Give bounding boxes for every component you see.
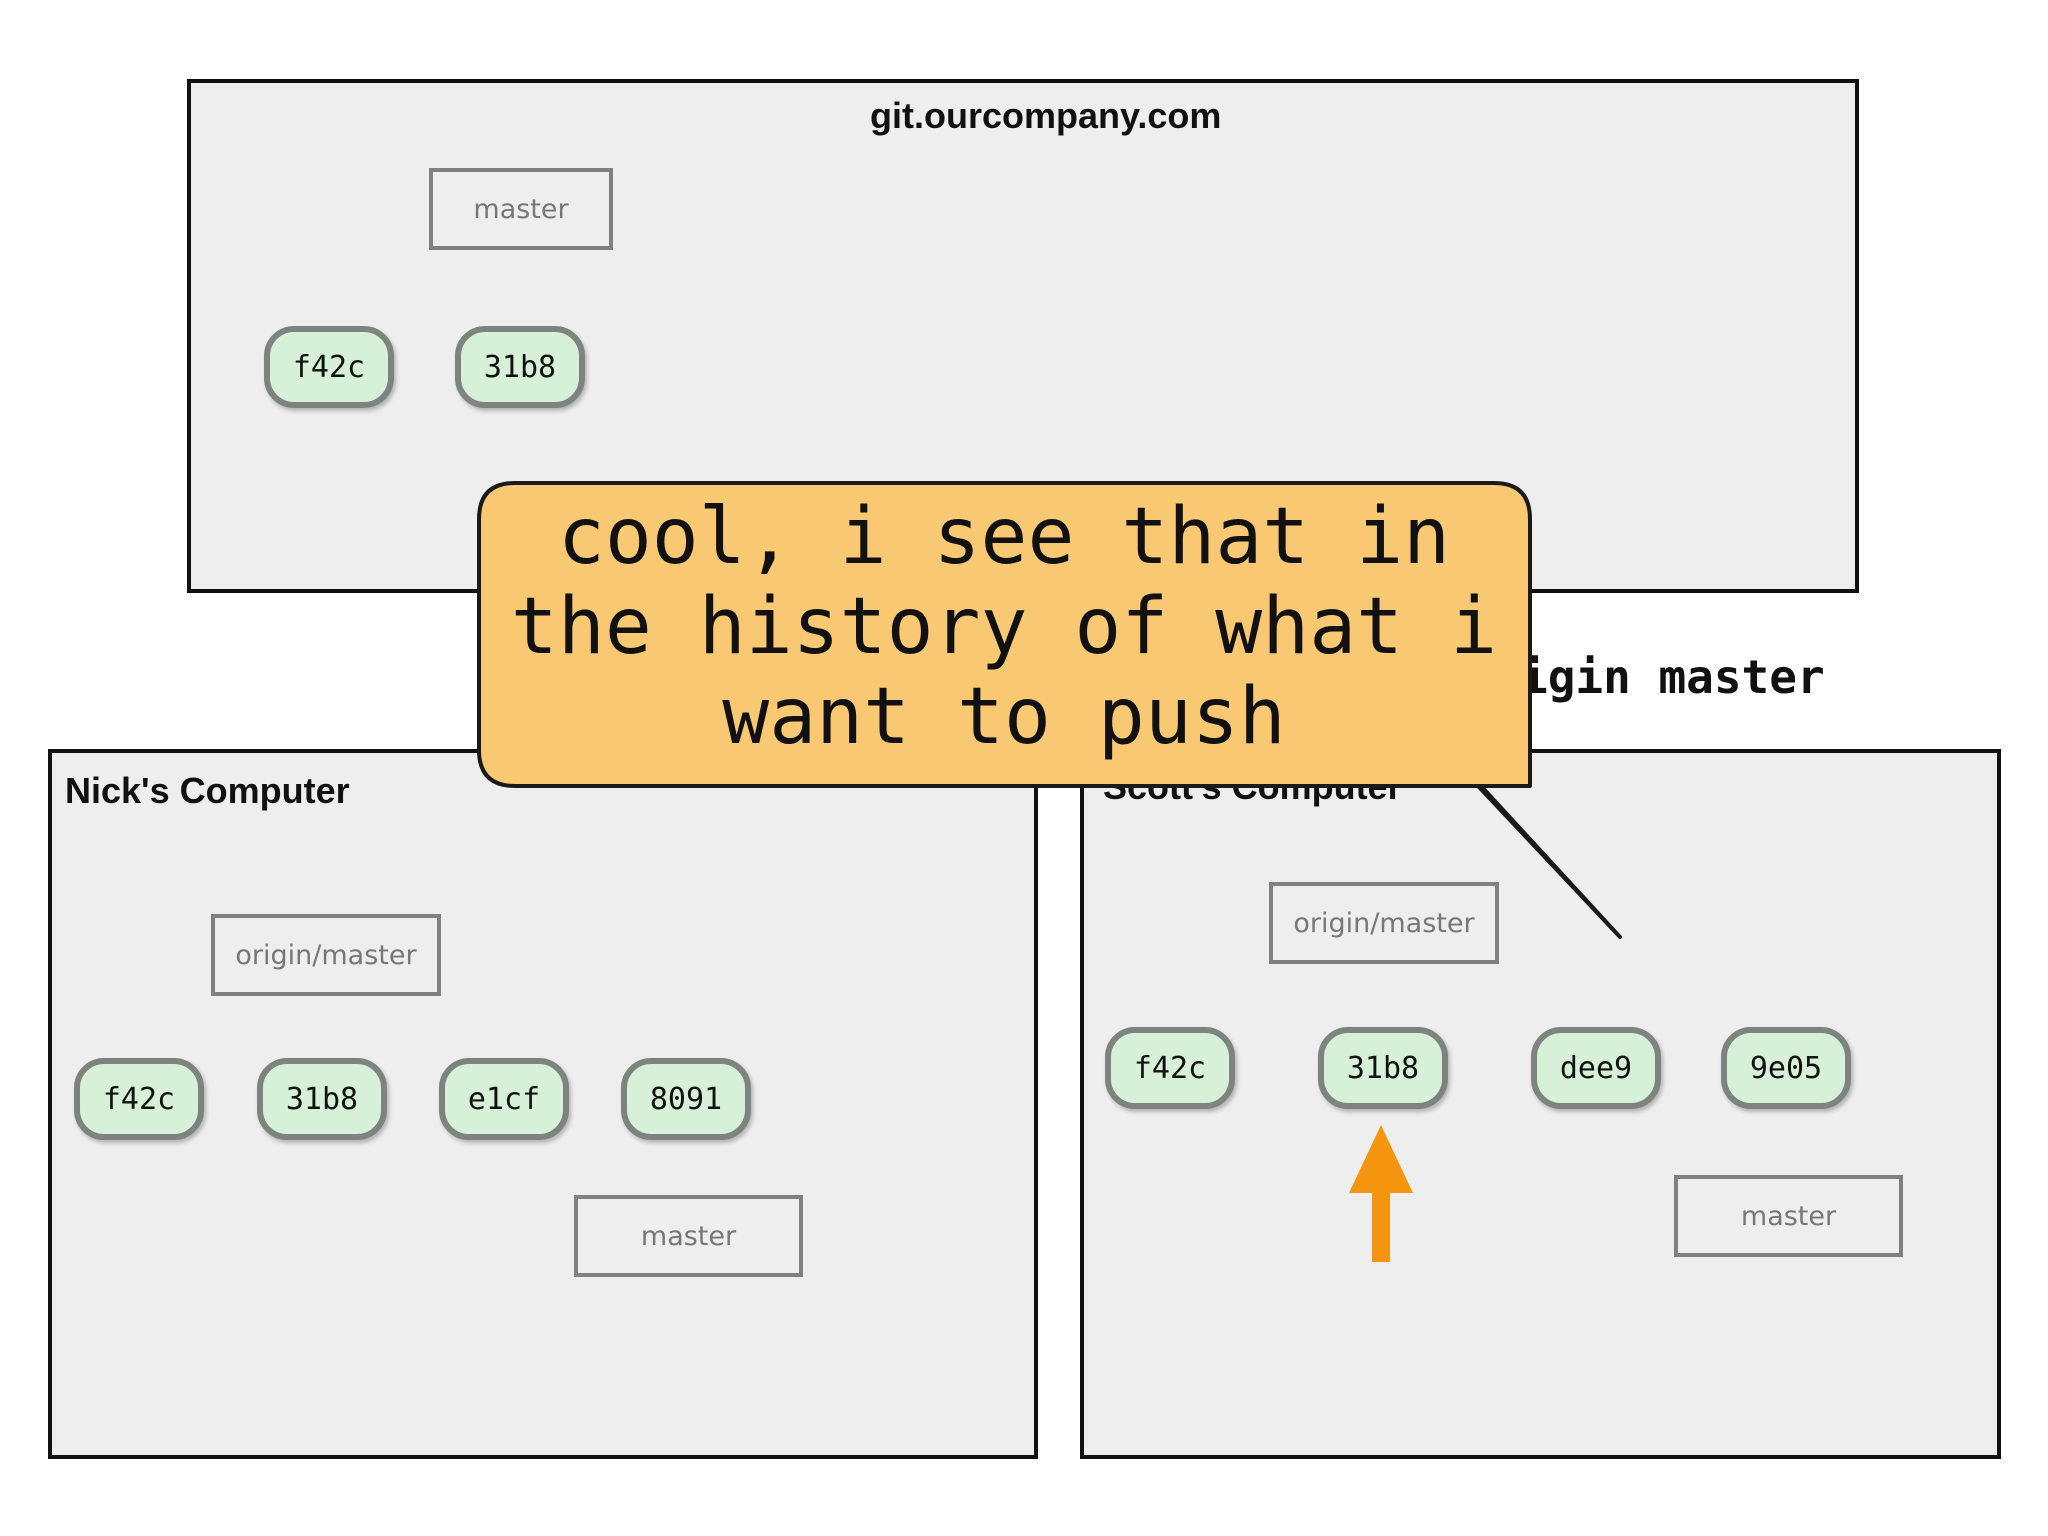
nick-commit-31b8: 31b8 bbox=[257, 1058, 387, 1140]
server-title: git.ourcompany.com bbox=[870, 95, 1222, 136]
speech-bubble-text: cool, i see that in the history of what … bbox=[484, 492, 1524, 762]
scotts-computer-panel bbox=[1080, 749, 2001, 1459]
scott-commit-31b8: 31b8 bbox=[1318, 1027, 1448, 1109]
speech-bubble-shape bbox=[477, 481, 1622, 939]
scott-commit-9e05: 9e05 bbox=[1721, 1027, 1851, 1109]
nick-commit-f42c: f42c bbox=[74, 1058, 204, 1140]
speech-bubble-line: want to push bbox=[722, 672, 1286, 762]
nick-commit-e1cf: e1cf bbox=[439, 1058, 569, 1140]
nick-origin-master-ref: origin/master bbox=[211, 914, 441, 996]
nick-commit-8091: 8091 bbox=[621, 1058, 751, 1140]
speech-bubble-line: the history of what i bbox=[510, 582, 1498, 672]
orange-up-arrow-icon bbox=[1349, 1125, 1413, 1262]
nicks-computer-title: Nick's Computer bbox=[65, 770, 350, 811]
scott-master-ref: master bbox=[1674, 1175, 1903, 1257]
server-commit-f42c: f42c bbox=[264, 326, 394, 408]
nick-master-ref: master bbox=[574, 1195, 803, 1277]
server-master-ref: master bbox=[429, 168, 613, 250]
server-commit-31b8: 31b8 bbox=[455, 326, 585, 408]
scott-origin-master-ref: origin/master bbox=[1269, 882, 1499, 964]
command-fragment: igin master bbox=[1520, 650, 1825, 704]
speech-bubble-line: cool, i see that in bbox=[557, 492, 1451, 582]
scott-commit-f42c: f42c bbox=[1105, 1027, 1235, 1109]
scott-commit-dee9: dee9 bbox=[1531, 1027, 1661, 1109]
